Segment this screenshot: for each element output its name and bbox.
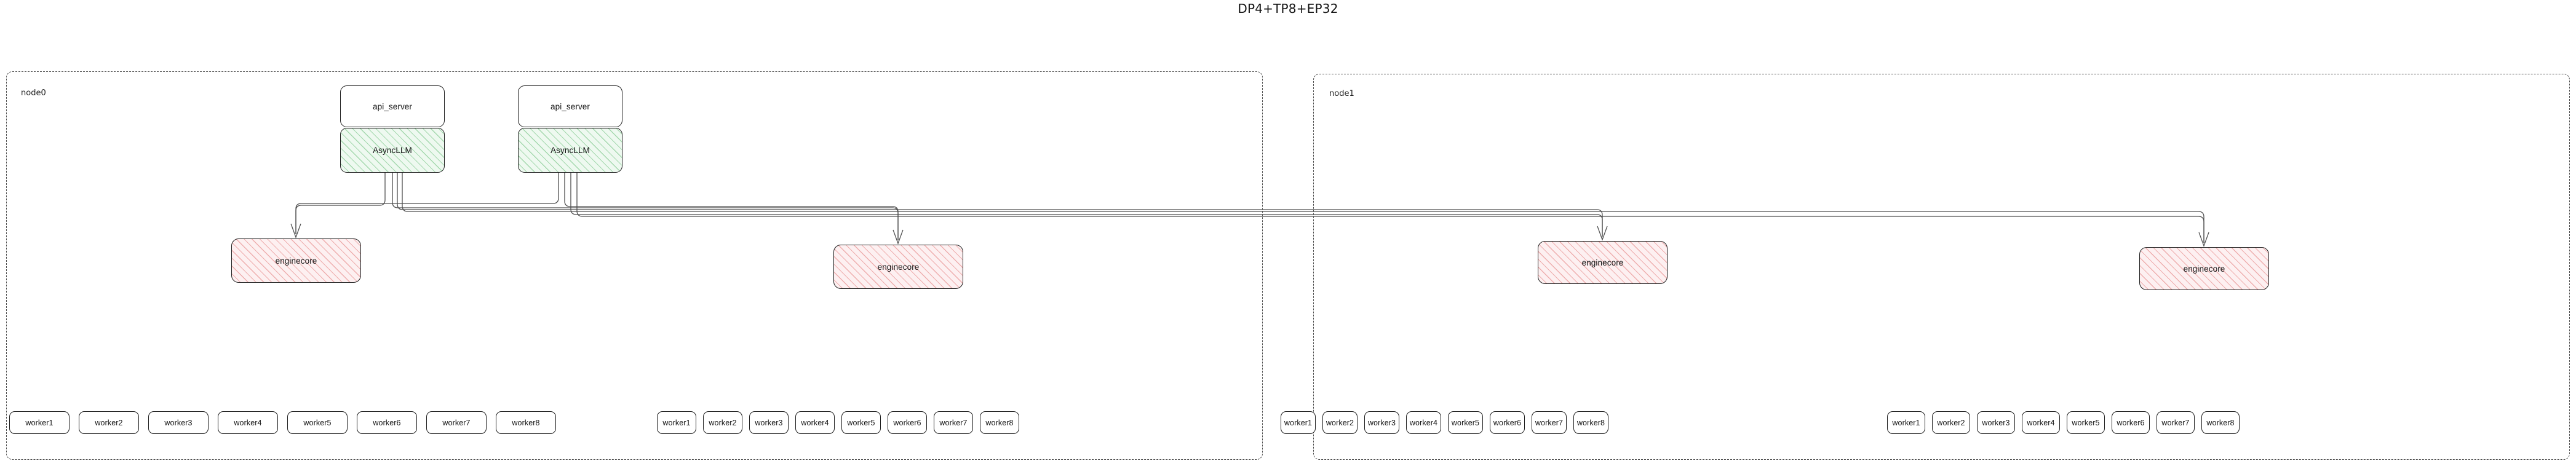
worker-box[interactable]: worker1	[1887, 411, 1925, 434]
worker-box[interactable]: worker5	[2067, 411, 2105, 434]
worker-group-node0-1: worker1 worker2 worker3 worker4 worker5 …	[9, 411, 556, 434]
enginecore-box-4[interactable]: enginecore	[2139, 247, 2269, 290]
worker-group-node1-2: worker1 worker2 worker3 worker4 worker5 …	[1887, 411, 2240, 434]
worker-box[interactable]: worker3	[1977, 411, 2015, 434]
worker-box[interactable]: worker2	[1322, 411, 1358, 434]
worker-box[interactable]: worker4	[218, 411, 278, 434]
worker-box[interactable]: worker3	[749, 411, 789, 434]
worker-box[interactable]: worker7	[934, 411, 973, 434]
worker-box[interactable]: worker2	[79, 411, 139, 434]
worker-box[interactable]: worker3	[148, 411, 209, 434]
worker-box[interactable]: worker1	[9, 411, 70, 434]
worker-box[interactable]: worker8	[980, 411, 1019, 434]
page-title: DP4+TP8+EP32	[1238, 1, 1338, 16]
worker-box[interactable]: worker1	[657, 411, 696, 434]
worker-box[interactable]: worker6	[2112, 411, 2150, 434]
worker-box[interactable]: worker2	[1932, 411, 1970, 434]
worker-box[interactable]: worker5	[1448, 411, 1483, 434]
worker-box[interactable]: worker8	[2201, 411, 2240, 434]
worker-box[interactable]: worker2	[703, 411, 742, 434]
worker-box[interactable]: worker4	[795, 411, 835, 434]
worker-box[interactable]: worker7	[1532, 411, 1567, 434]
async-llm-box-2[interactable]: AsyncLLM	[518, 128, 622, 173]
worker-box[interactable]: worker7	[426, 411, 487, 434]
worker-box[interactable]: worker6	[888, 411, 927, 434]
worker-box[interactable]: worker5	[287, 411, 348, 434]
worker-box[interactable]: worker5	[841, 411, 881, 434]
worker-box[interactable]: worker7	[2157, 411, 2195, 434]
api-server-box-1[interactable]: api_server	[340, 85, 445, 127]
worker-box[interactable]: worker6	[1490, 411, 1525, 434]
worker-group-node1-1: worker1 worker2 worker3 worker4 worker5 …	[1281, 411, 1608, 434]
worker-box[interactable]: worker1	[1281, 411, 1316, 434]
worker-box[interactable]: worker8	[496, 411, 556, 434]
api-server-box-2[interactable]: api_server	[518, 85, 622, 127]
worker-box[interactable]: worker6	[357, 411, 417, 434]
async-llm-box-1[interactable]: AsyncLLM	[340, 128, 445, 173]
subgraph-node1-label: node1	[1329, 89, 1354, 98]
enginecore-box-3[interactable]: enginecore	[1538, 241, 1668, 284]
worker-box[interactable]: worker8	[1573, 411, 1608, 434]
enginecore-box-2[interactable]: enginecore	[833, 245, 963, 289]
worker-box[interactable]: worker3	[1364, 411, 1399, 434]
worker-box[interactable]: worker4	[1406, 411, 1441, 434]
worker-box[interactable]: worker4	[2022, 411, 2060, 434]
subgraph-node0	[6, 71, 1263, 460]
worker-group-node0-2: worker1 worker2 worker3 worker4 worker5 …	[657, 411, 1019, 434]
subgraph-node0-label: node0	[21, 89, 46, 98]
enginecore-box-1[interactable]: enginecore	[231, 238, 361, 283]
subgraph-node1	[1313, 74, 2570, 460]
